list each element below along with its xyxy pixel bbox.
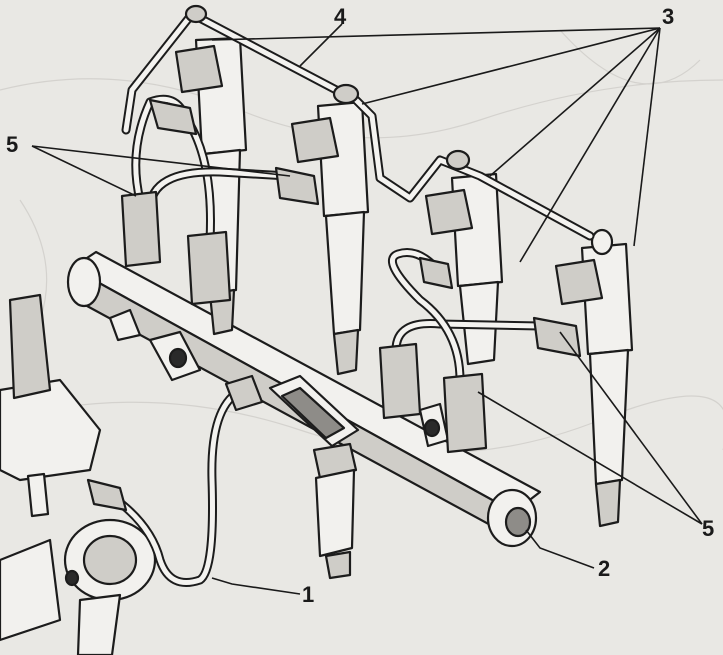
callout-2: 2 — [598, 556, 610, 581]
callout-labels: 1 2 3 4 5 5 — [6, 4, 714, 607]
return-line — [121, 4, 595, 241]
rail-pressure-sensor — [268, 374, 360, 580]
callout-3: 3 — [662, 4, 674, 29]
high-pressure-pump — [0, 293, 157, 655]
callout-4: 4 — [334, 4, 347, 29]
callout-5-left: 5 — [6, 132, 18, 157]
injectors — [174, 36, 634, 528]
injector-2 — [290, 100, 370, 376]
injector-pipes — [120, 94, 582, 454]
injector-3 — [424, 172, 504, 366]
leader-lines — [31, 23, 703, 595]
callout-1: 1 — [302, 582, 314, 607]
injector-4 — [554, 228, 634, 528]
callout-5-right: 5 — [702, 516, 714, 541]
pump-to-rail-pipe — [86, 374, 264, 587]
